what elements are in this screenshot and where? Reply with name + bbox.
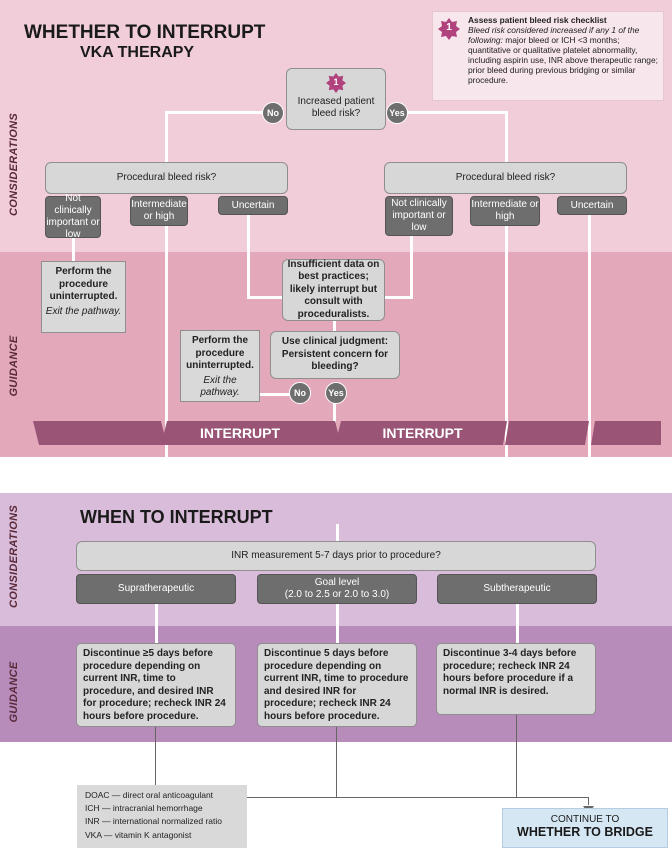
- side-label-considerations-bottom: CONSIDERATIONS: [8, 504, 20, 608]
- judgment-yes-circle: Yes: [325, 382, 347, 404]
- guidance-mid-text: Perform the procedure uninterrupted.: [186, 335, 254, 371]
- top-question-badge: 1: [326, 73, 346, 93]
- side-label-considerations-top: CONSIDERATIONS: [8, 112, 20, 216]
- line-left-down: [165, 111, 168, 163]
- line-goal-down: [336, 604, 339, 644]
- guidance-goal-box: Discontinue 5 days before procedure depe…: [257, 643, 417, 727]
- inr-question-box: INR measurement 5-7 days prior to proced…: [76, 541, 596, 571]
- line-right-down: [505, 111, 508, 163]
- white-gap: [0, 457, 672, 493]
- line-left-mid-down: [165, 225, 168, 470]
- legend-item: VKA — vitamin K antagonist: [85, 829, 192, 840]
- opt-subtherapeutic: Subtherapeutic: [437, 574, 597, 604]
- line-no-left: [165, 111, 263, 114]
- side-label-guidance-top: GUIDANCE: [8, 335, 20, 397]
- left-opt-mid: Intermediate or high: [130, 196, 188, 226]
- guidance-supra-box: Discontinue ≥5 days before procedure dep…: [76, 643, 236, 727]
- guidance-left-box: Perform the procedure uninterrupted. Exi…: [41, 261, 126, 333]
- guidance-left-exit: Exit the pathway.: [45, 305, 122, 317]
- page-title-line1: WHETHER TO INTERRUPT: [24, 22, 266, 43]
- left-procedural-question: Procedural bleed risk?: [45, 162, 288, 194]
- top-no-circle: No: [262, 102, 284, 124]
- checklist-badge-number: 1: [446, 22, 452, 33]
- line-yes-right: [408, 111, 508, 114]
- line-sub-down: [516, 604, 519, 644]
- checklist-badge: 1: [438, 18, 460, 40]
- judgment-no-circle: No: [289, 382, 311, 404]
- checklist-text: Assess patient bleed risk checklist Blee…: [468, 15, 658, 86]
- continue-box[interactable]: CONTINUE TO WHETHER TO BRIDGE: [502, 808, 668, 848]
- left-opt-low: Not clinically important or low: [45, 193, 101, 240]
- line-left-unc-across: [247, 296, 282, 299]
- guidance-left-text: Perform the procedure uninterrupted.: [49, 266, 118, 302]
- when-title: WHEN TO INTERRUPT: [80, 507, 273, 527]
- interrupt-label-2: INTERRUPT: [382, 425, 463, 441]
- left-opt-unc: Uncertain: [218, 196, 288, 215]
- opt-goal-level: Goal level (2.0 to 2.5 or 2.0 to 3.0): [257, 574, 417, 604]
- judgment-box: Use clinical judgment: Persistent concer…: [270, 331, 400, 379]
- guidance-mid-exit: Exit the pathway.: [200, 374, 240, 399]
- line-bottom-join: [165, 468, 591, 471]
- line-supra-down: [155, 604, 158, 644]
- legend-item: DOAC — direct oral anticoagulant: [85, 790, 214, 800]
- line-yes-down: [333, 402, 336, 422]
- top-question-text: Increased patient bleed risk?: [297, 95, 375, 120]
- guidance-sub-box: Discontinue 3-4 days before procedure; r…: [436, 643, 596, 715]
- line-supra-continue: [155, 727, 156, 797]
- right-opt-mid: Intermediate or high: [470, 196, 540, 226]
- line-left-low-down: [72, 237, 75, 261]
- page-title-line2: VKA THERAPY: [80, 44, 195, 61]
- legend-box: DOAC — direct oral anticoagulant ICH — i…: [77, 785, 247, 848]
- line-continue-down: [588, 797, 589, 805]
- continue-line2: WHETHER TO BRIDGE: [517, 825, 653, 839]
- insufficient-data-box: Insufficient data on best practices; lik…: [282, 259, 385, 321]
- guidance-mid-box: Perform the procedure uninterrupted. Exi…: [180, 330, 260, 402]
- line-continue-across: [155, 797, 589, 798]
- checklist-box: [432, 11, 664, 101]
- line-no-left-guidance: [258, 393, 290, 396]
- checklist-intro: Bleed risk considered increased if any 1…: [468, 25, 640, 46]
- right-procedural-question: Procedural bleed risk?: [384, 162, 627, 194]
- right-opt-low: Not clinically important or low: [385, 196, 453, 236]
- opt-supratherapeutic: Supratherapeutic: [76, 574, 236, 604]
- checklist-body: major bleed or ICH <3 months; quantitati…: [468, 35, 658, 86]
- line-right-mid-down: [505, 225, 508, 470]
- line-goal-continue: [336, 727, 337, 797]
- line-insuff-down: [333, 320, 336, 332]
- interrupt-label-1: INTERRUPT: [199, 425, 281, 441]
- continue-line1: CONTINUE TO: [550, 814, 620, 825]
- line-right-unc-down: [588, 215, 591, 470]
- legend-item: INR — international normalized ratio: [85, 816, 223, 827]
- interrupt-bar: [33, 421, 661, 445]
- line-left-unc-down: [247, 215, 250, 298]
- legend-item: ICH — intracranial hemorrhage: [85, 803, 203, 814]
- line-to-inr: [336, 524, 339, 542]
- right-opt-unc: Uncertain: [557, 196, 627, 215]
- side-label-guidance-bottom: GUIDANCE: [8, 661, 20, 723]
- top-question-badge-number: 1: [333, 77, 339, 87]
- opt-goal-line1: Goal level: [314, 577, 360, 588]
- opt-goal-line2: (2.0 to 2.5 or 2.0 to 3.0): [284, 589, 390, 600]
- top-yes-circle: Yes: [386, 102, 408, 124]
- line-right-low-down: [410, 235, 413, 298]
- line-sub-continue: [516, 715, 517, 797]
- line-right-low-across: [385, 296, 413, 299]
- checklist-heading: Assess patient bleed risk checklist: [468, 15, 607, 25]
